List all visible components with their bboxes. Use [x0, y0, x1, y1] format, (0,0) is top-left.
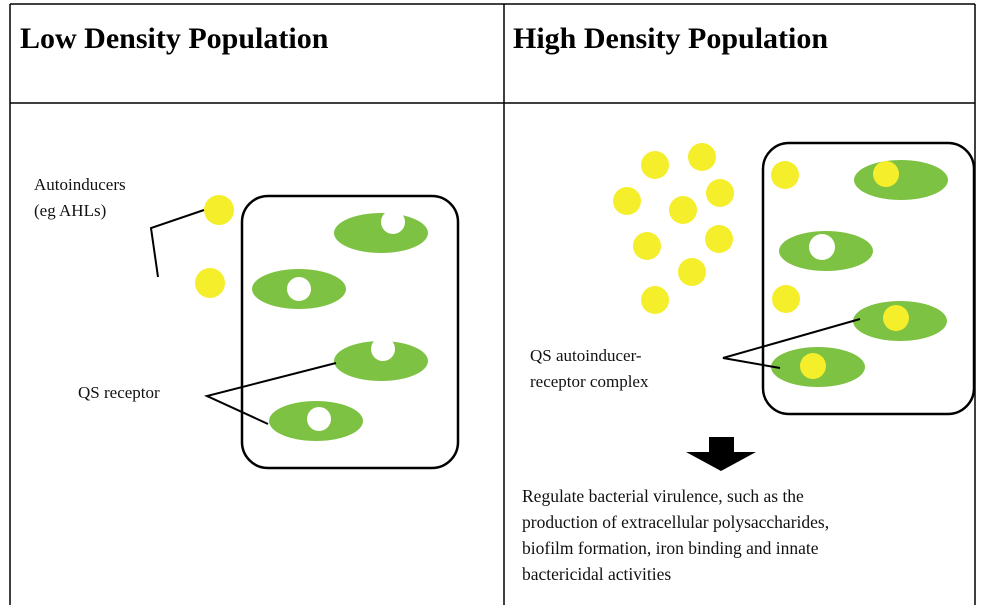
qs-receptor — [334, 337, 428, 381]
outcome-line-3: biofilm formation, iron binding and inna… — [522, 538, 819, 558]
autoinducer-dot — [772, 285, 800, 313]
autoinducer-dot — [613, 187, 641, 215]
autoinducer-dot — [195, 268, 225, 298]
right-panel: QS autoinducer- receptor complex Regulat… — [522, 143, 974, 584]
outcome-description: Regulate bacterial virulence, such as th… — [522, 486, 833, 584]
autoinducer-dot — [706, 179, 734, 207]
autoinducer-dot — [688, 143, 716, 171]
down-arrow-icon — [686, 437, 756, 471]
autoinducer-dot — [633, 232, 661, 260]
autoinducer-label: Autoinducers (eg AHLs) — [34, 175, 130, 220]
autoinducer-dot — [204, 195, 234, 225]
outcome-line-2: production of extracellular polysacchari… — [522, 512, 829, 532]
complex-label-line-1: QS autoinducer- — [530, 346, 642, 365]
outcome-line-1: Regulate bacterial virulence, such as th… — [522, 486, 804, 506]
autoinducer-label-line-2: (eg AHLs) — [34, 201, 106, 220]
autoinducer-dot — [669, 196, 697, 224]
autoinducer-dot — [771, 161, 799, 189]
autoinducer-dot — [641, 286, 669, 314]
outcome-line-4: bactericidal activities — [522, 564, 671, 584]
autoinducer-dot — [641, 151, 669, 179]
qs-receptor — [779, 231, 873, 271]
qs-receptor — [334, 210, 428, 253]
qs-receptor-label: QS receptor — [78, 383, 160, 402]
autoinducer-pointer-line — [151, 210, 204, 277]
autoinducer-label-line-1: Autoinducers — [34, 175, 126, 194]
qs-receptor — [269, 401, 363, 441]
right-panel-title: High Density Population — [513, 22, 828, 55]
qs-receptor — [252, 269, 346, 309]
autoinducer-dot — [678, 258, 706, 286]
qs-autoinducer-receptor-complex — [853, 301, 947, 341]
left-panel: Autoinducers (eg AHLs) QS receptor — [34, 175, 458, 468]
qs-autoinducer-receptor-complex — [771, 347, 865, 387]
autoinducer-dot — [705, 225, 733, 253]
left-panel-title: Low Density Population — [20, 22, 329, 55]
complex-label: QS autoinducer- receptor complex — [530, 346, 649, 391]
complex-label-line-2: receptor complex — [530, 372, 649, 391]
qs-autoinducer-receptor-complex — [854, 160, 948, 200]
